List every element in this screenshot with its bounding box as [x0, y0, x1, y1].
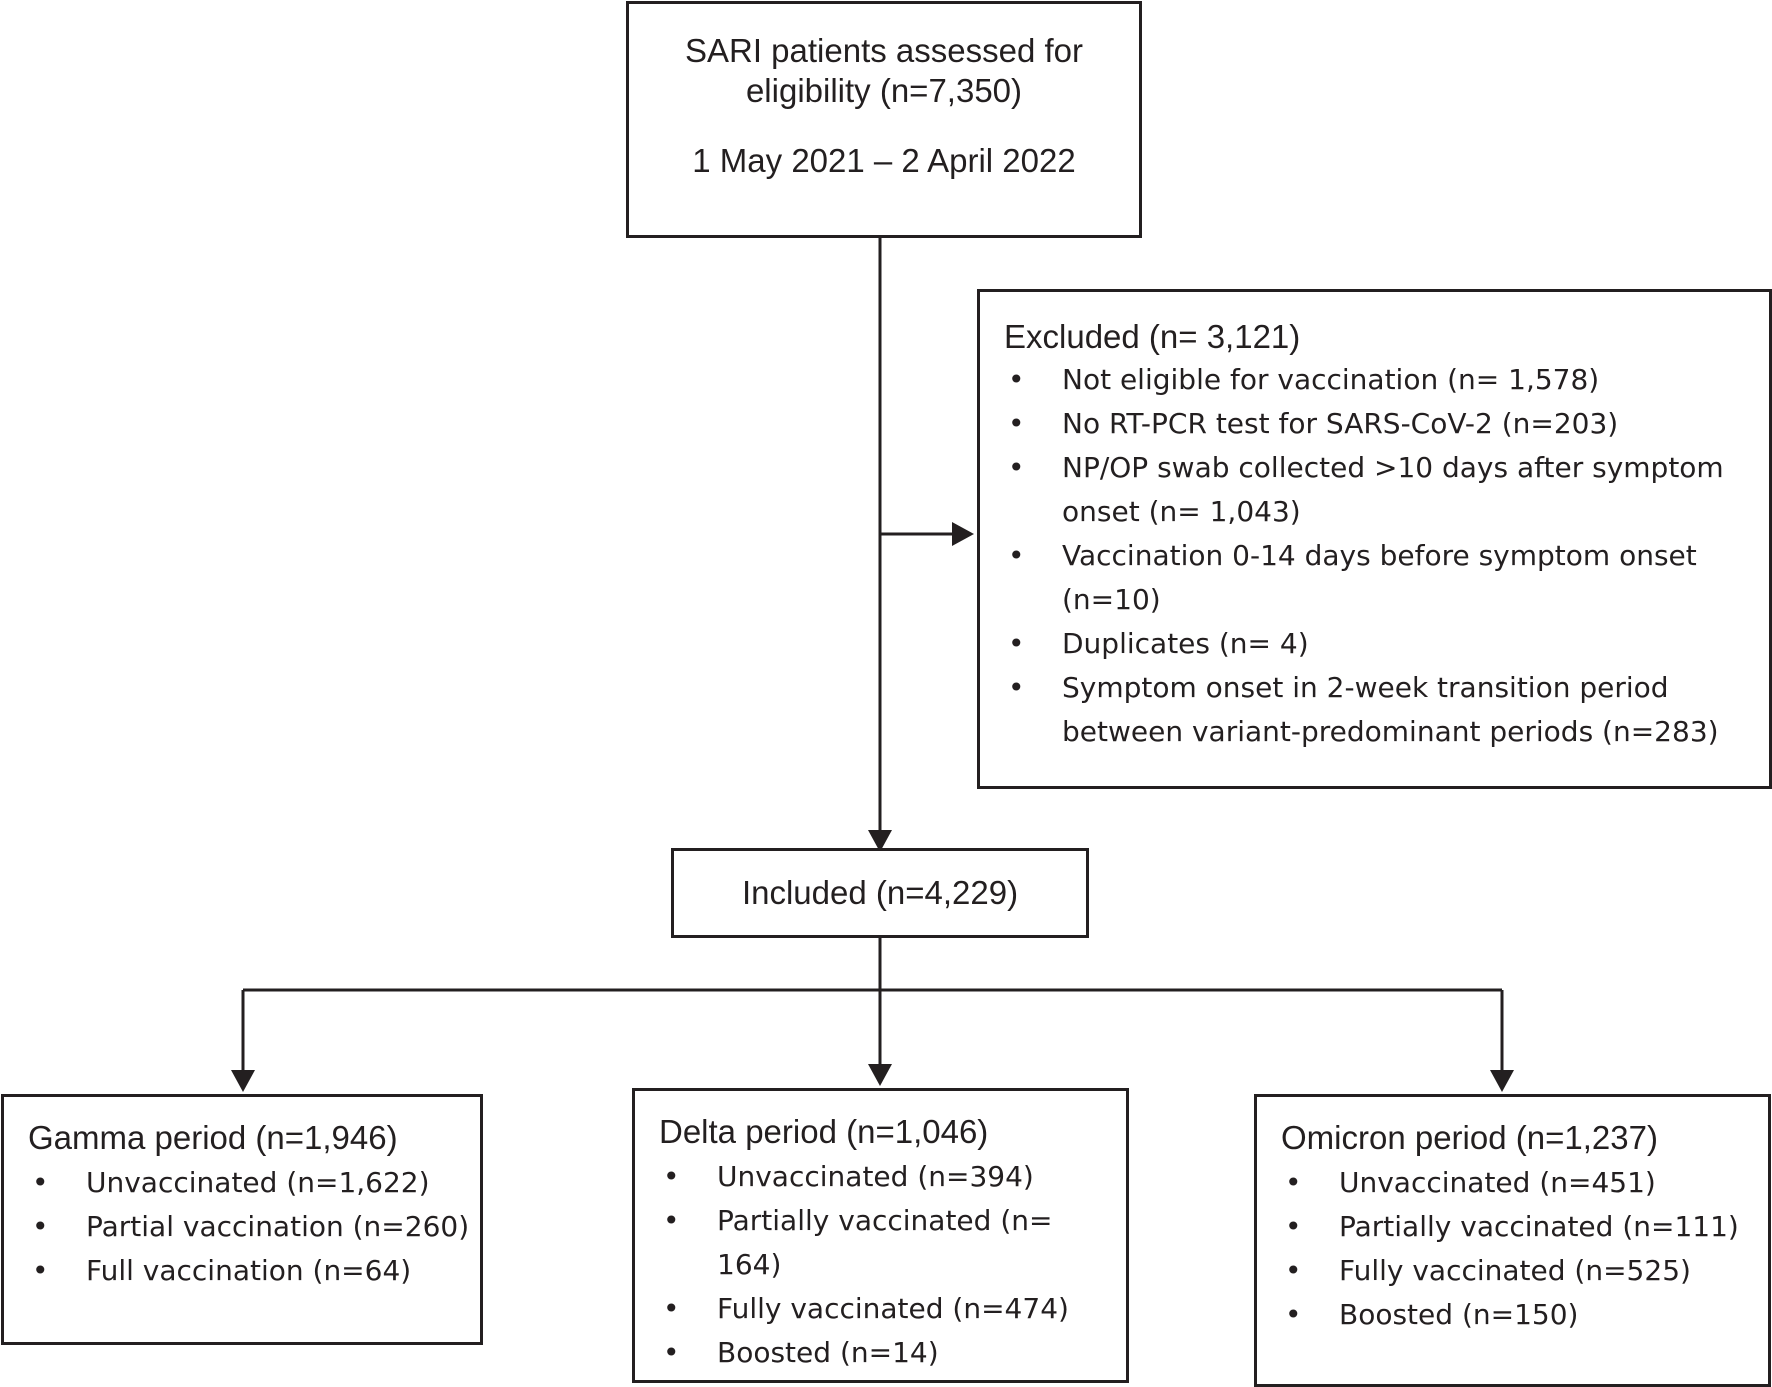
bullet-icon: •	[663, 1292, 680, 1325]
excluded-reason-text: NP/OP swab collected >10 days after symp…	[1062, 451, 1724, 528]
bullet-icon: •	[1008, 451, 1025, 484]
delta-item-text: Boosted (n=14)	[717, 1336, 939, 1369]
gamma-vaccination-list: • Unvaccinated (n=1,622) • Partial vaccina…	[28, 1161, 470, 1293]
list-item: • NP/OP swab collected >10 days after sym…	[1004, 446, 1749, 534]
excluded-reason-text: Vaccination 0-14 days before symptom ons…	[1062, 539, 1697, 616]
omicron-period-title: Omicron period (n=1,237)	[1281, 1119, 1658, 1156]
list-item: • Unvaccinated (n=394)	[659, 1155, 1116, 1199]
bullet-icon: •	[663, 1160, 680, 1193]
eligibility-date-range: 1 May 2021 – 2 April 2022	[692, 142, 1076, 179]
list-item: • Partially vaccinated (n=111)	[1281, 1205, 1758, 1249]
gamma-period-box: Gamma period (n=1,946) • Unvaccinated (n=…	[1, 1094, 483, 1345]
bullet-icon: •	[32, 1254, 49, 1287]
omicron-item-text: Partially vaccinated (n=111)	[1339, 1210, 1739, 1243]
eligibility-line-2: eligibility (n=7,350)	[745, 72, 1023, 109]
excluded-reasons-list: • Not eligible for vaccination (n= 1,578)…	[1004, 358, 1749, 754]
omicron-item-text: Boosted (n=150)	[1339, 1298, 1579, 1331]
bullet-icon: •	[1285, 1210, 1302, 1243]
list-item: • Boosted (n=150)	[1281, 1293, 1758, 1337]
bullet-icon: •	[32, 1166, 49, 1199]
omicron-item-text: Fully vaccinated (n=525)	[1339, 1254, 1691, 1287]
list-item: • Fully vaccinated (n=525)	[1281, 1249, 1758, 1293]
omicron-period-box: Omicron period (n=1,237) • Unvaccinated (…	[1254, 1094, 1771, 1387]
list-item: • No RT-PCR test for SARS-CoV-2 (n=203)	[1004, 402, 1749, 446]
delta-period-box: Delta period (n=1,046) • Unvaccinated (n=…	[632, 1088, 1129, 1383]
list-item: • Not eligible for vaccination (n= 1,578)	[1004, 358, 1749, 402]
bullet-icon: •	[1008, 627, 1025, 660]
list-item: • Vaccination 0-14 days before symptom on…	[1004, 534, 1749, 622]
excluded-reason-text: Duplicates (n= 4)	[1062, 627, 1309, 660]
list-item: • Boosted (n=14)	[659, 1331, 1116, 1375]
list-item: • Partial vaccination (n=260)	[28, 1205, 470, 1249]
arrow-to-gamma	[231, 1070, 255, 1092]
excluded-reason-text: Not eligible for vaccination (n= 1,578)	[1062, 363, 1600, 396]
arrow-to-omicron	[1490, 1070, 1514, 1092]
excluded-reason-text: No RT-PCR test for SARS-CoV-2 (n=203)	[1062, 407, 1619, 440]
eligibility-line-1: SARI patients assessed for	[684, 32, 1084, 69]
list-item: • Unvaccinated (n=1,622)	[28, 1161, 470, 1205]
arrow-to-delta	[868, 1064, 892, 1086]
list-item: • Fully vaccinated (n=474)	[659, 1287, 1116, 1331]
excluded-box: Excluded (n= 3,121) • Not eligible for va…	[977, 289, 1772, 789]
omicron-vaccination-list: • Unvaccinated (n=451) • Partially vaccina…	[1281, 1161, 1758, 1337]
bullet-icon: •	[663, 1336, 680, 1369]
excluded-title: Excluded (n= 3,121)	[1004, 318, 1301, 355]
excluded-reason-text: Symptom onset in 2-week transition perio…	[1062, 671, 1719, 748]
delta-item-text: Partially vaccinated (n= 164)	[717, 1204, 1053, 1281]
list-item: • Duplicates (n= 4)	[1004, 622, 1749, 666]
bullet-icon: •	[1008, 407, 1025, 440]
delta-period-title: Delta period (n=1,046)	[659, 1113, 989, 1150]
bullet-icon: •	[663, 1204, 680, 1237]
omicron-item-text: Unvaccinated (n=451)	[1339, 1166, 1656, 1199]
arrow-to-excluded	[952, 522, 974, 546]
delta-vaccination-list: • Unvaccinated (n=394) • Partially vaccina…	[659, 1155, 1116, 1375]
bullet-icon: •	[1285, 1254, 1302, 1287]
bullet-icon: •	[1008, 363, 1025, 396]
bullet-icon: •	[1285, 1166, 1302, 1199]
list-item: • Symptom onset in 2-week transition peri…	[1004, 666, 1749, 754]
bullet-icon: •	[32, 1210, 49, 1243]
delta-item-text: Unvaccinated (n=394)	[717, 1160, 1034, 1193]
bullet-icon: •	[1008, 539, 1025, 572]
included-box: Included (n=4,229)	[671, 848, 1089, 938]
delta-item-text: Fully vaccinated (n=474)	[717, 1292, 1069, 1325]
list-item: • Full vaccination (n=64)	[28, 1249, 470, 1293]
gamma-item-text: Partial vaccination (n=260)	[86, 1210, 470, 1243]
included-label: Included (n=4,229)	[741, 874, 1019, 911]
gamma-item-text: Unvaccinated (n=1,622)	[86, 1166, 430, 1199]
bullet-icon: •	[1008, 671, 1025, 704]
arrow-to-included	[868, 830, 892, 852]
gamma-item-text: Full vaccination (n=64)	[86, 1254, 412, 1287]
eligibility-box: SARI patients assessed for eligibility (…	[626, 1, 1142, 238]
gamma-period-title: Gamma period (n=1,946)	[28, 1119, 398, 1156]
bullet-icon: •	[1285, 1298, 1302, 1331]
list-item: • Partially vaccinated (n= 164)	[659, 1199, 1116, 1287]
list-item: • Unvaccinated (n=451)	[1281, 1161, 1758, 1205]
